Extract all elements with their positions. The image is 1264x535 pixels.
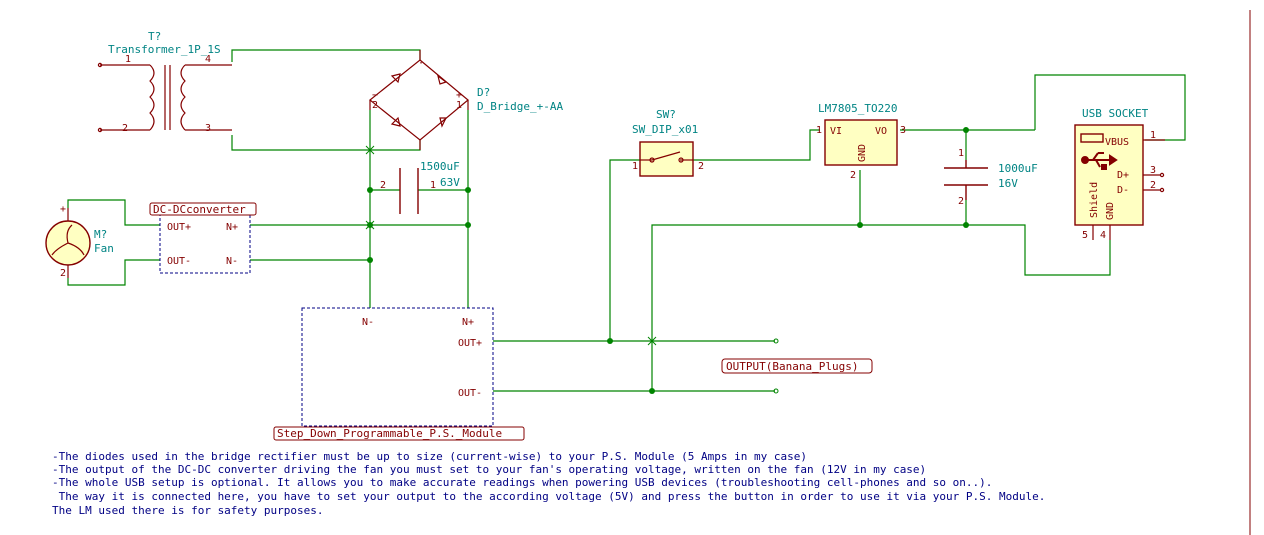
- junction-dot: [465, 222, 471, 228]
- junction-dot: [963, 222, 969, 228]
- regulator-lm7805[interactable]: LM7805_TO220 1 3 2 VI VO GND: [816, 102, 906, 181]
- bridge-plus-label: +: [456, 90, 462, 101]
- transformer-pin-2: 2: [122, 123, 128, 134]
- note-line-1: -The diodes used in the bridge rectifier…: [52, 450, 807, 463]
- usb-label-dminus: D-: [1117, 185, 1129, 196]
- output-label: OUTPUT(Banana_Plugs): [726, 360, 858, 373]
- cap2-pin-1: 1: [958, 148, 964, 159]
- regulator-label-vo: VO: [875, 126, 887, 137]
- wires: [67, 49, 1186, 392]
- switch-pin-2: 2: [698, 161, 704, 172]
- fan-pin-2: 2: [60, 268, 66, 279]
- bridge-ref: D?: [477, 86, 490, 99]
- bridge-minus-label: −: [372, 90, 378, 101]
- bridge-value: D_Bridge_+-AA: [477, 100, 563, 113]
- usb-label-gnd: GND: [1105, 202, 1116, 220]
- cap1-pin-2: 2: [380, 180, 386, 191]
- bridge-pin-1: 1: [456, 100, 462, 111]
- fan-ref: M?: [94, 228, 107, 241]
- output-banana-plugs-label[interactable]: OUTPUT(Banana_Plugs): [721, 338, 873, 394]
- dcdc-name: DC-DCconverter: [153, 203, 246, 216]
- fan-motor[interactable]: M? Fan + 2: [45, 204, 114, 279]
- ps-pin-n-plus: N+: [462, 317, 474, 328]
- regulator-pin-2: 2: [850, 170, 856, 181]
- junction-dot: [857, 222, 863, 228]
- ps-pin-out-minus: OUT-: [458, 388, 482, 399]
- usb-symbol-icon: [1081, 152, 1118, 170]
- capacitor-1500uf[interactable]: 2 1 1500uF 63V: [380, 160, 460, 214]
- usb-pin-2: 2: [1150, 180, 1156, 191]
- usb-port-icon: [1080, 133, 1104, 143]
- transformer[interactable]: T? Transformer_1P_1S 1 2 3 4: [97, 30, 232, 134]
- cap1-pin-1: 1: [430, 180, 436, 191]
- note-line-5: The LM used there is for safety purposes…: [52, 504, 324, 517]
- junctions: [367, 127, 969, 394]
- cap2-pin-2: 2: [958, 196, 964, 207]
- crossing-marks: [365, 145, 657, 346]
- note-line-3: -The whole USB setup is optional. It all…: [52, 476, 992, 489]
- transformer-pin-4: 4: [205, 54, 211, 65]
- ps-module-sheet[interactable]: Step_Down_Programmable_P.S._Module N- N+…: [273, 307, 525, 441]
- switch-ref: SW?: [656, 108, 676, 121]
- dcdc-pin-n-plus: N+: [226, 222, 238, 233]
- transformer-pin-3: 3: [205, 123, 211, 134]
- regulator-label-vi: VI: [830, 126, 842, 137]
- switch-pin-1: 1: [632, 161, 638, 172]
- regulator-pin-1: 1: [816, 125, 822, 136]
- fan-plus: +: [60, 204, 66, 215]
- usb-pin-1: 1: [1150, 130, 1156, 141]
- capacitor-1000uf[interactable]: 1 2 1000uF 16V: [944, 148, 1038, 207]
- ps-pin-out-plus: OUT+: [458, 338, 482, 349]
- usb-label-dplus: D+: [1117, 170, 1129, 181]
- transformer-value: Transformer_1P_1S: [108, 43, 221, 56]
- bridge-rectifier[interactable]: D? D_Bridge_+-AA · 2 1 − +: [369, 50, 563, 150]
- junction-dot: [367, 187, 373, 193]
- dcdc-pin-out-plus: OUT+: [167, 222, 191, 233]
- note-line-4: The way it is connected here, you have t…: [52, 490, 1045, 503]
- dcdc-pin-n-minus: N-: [226, 256, 238, 267]
- cap2-value: 1000uF: [998, 162, 1038, 175]
- transformer-pin-1: 1: [125, 54, 131, 65]
- bridge-pin-2: 2: [372, 100, 378, 111]
- junction-dot: [607, 338, 613, 344]
- junction-dot: [465, 187, 471, 193]
- dcdc-pin-out-minus: OUT-: [167, 256, 191, 267]
- regulator-pin-3: 3: [900, 125, 906, 136]
- usb-pin-5: 5: [1082, 230, 1088, 241]
- regulator-label-gnd: GND: [857, 144, 868, 162]
- cap1-voltage: 63V: [440, 176, 460, 189]
- usb-socket[interactable]: USB SOCKET VBUS D+ D- Shield GND 1 3 2: [1074, 107, 1165, 241]
- dcdc-converter-sheet[interactable]: DC-DCconverter OUT+ OUT- N+ N-: [149, 202, 257, 274]
- usb-label-shield: Shield: [1089, 182, 1100, 218]
- cap1-value: 1500uF: [420, 160, 460, 173]
- design-notes: -The diodes used in the bridge rectifier…: [52, 450, 1045, 517]
- note-line-2: -The output of the DC-DC converter drivi…: [52, 463, 926, 476]
- usb-name: USB SOCKET: [1082, 107, 1149, 120]
- ps-module-name: Step_Down_Programmable_P.S._Module: [277, 427, 502, 440]
- junction-dot: [963, 127, 969, 133]
- cap2-voltage: 16V: [998, 177, 1018, 190]
- bridge-pin-4-top: ·: [418, 58, 424, 69]
- usb-label-vbus: VBUS: [1105, 137, 1129, 148]
- switch-value: SW_DIP_x01: [632, 123, 698, 136]
- fan-value: Fan: [94, 242, 114, 255]
- transformer-ref: T?: [148, 30, 161, 43]
- switch-dip[interactable]: SW? SW_DIP_x01 1 2: [632, 108, 704, 177]
- ps-pin-n-minus: N-: [362, 317, 374, 328]
- usb-pin-4: 4: [1100, 230, 1106, 241]
- regulator-name: LM7805_TO220: [818, 102, 897, 115]
- junction-dot: [367, 257, 373, 263]
- junction-dot: [649, 388, 655, 394]
- usb-pin-3: 3: [1150, 165, 1156, 176]
